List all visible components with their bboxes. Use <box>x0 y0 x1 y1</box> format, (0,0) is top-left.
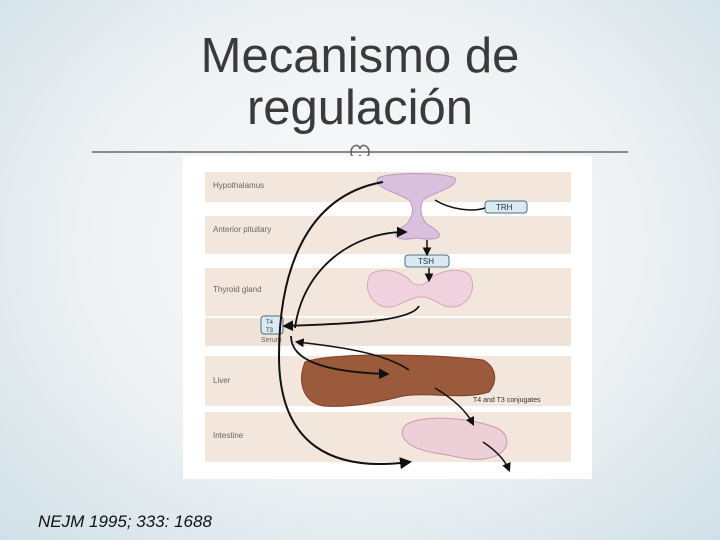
trh-label: TRH <box>496 203 513 212</box>
diagram-svg: Hypothalamus Anterior pituitary Thyroid … <box>183 156 592 479</box>
label-intestine: Intestine <box>213 431 244 440</box>
title-line-1: Mecanismo de <box>150 30 570 82</box>
band-serum <box>205 318 571 346</box>
thyroid-regulation-diagram: Hypothalamus Anterior pituitary Thyroid … <box>183 156 592 479</box>
label-anterior-pituitary: Anterior pituitary <box>213 225 271 234</box>
band-pituitary <box>205 216 571 254</box>
label-liver: Liver <box>213 376 231 385</box>
citation: NEJM 1995; 333: 1688 <box>38 512 212 532</box>
band-intestine <box>205 412 571 462</box>
label-thyroid-gland: Thyroid gland <box>213 285 261 294</box>
t3-label: T3 <box>266 328 274 334</box>
tsh-label: TSH <box>418 257 434 266</box>
t4-label: T4 <box>266 320 274 326</box>
label-hypothalamus: Hypothalamus <box>213 181 264 190</box>
title-line-2: regulación <box>150 82 570 134</box>
conjugates-label: T4 and T3 conjugates <box>473 397 541 404</box>
slide-title: Mecanismo de regulación <box>150 30 570 134</box>
